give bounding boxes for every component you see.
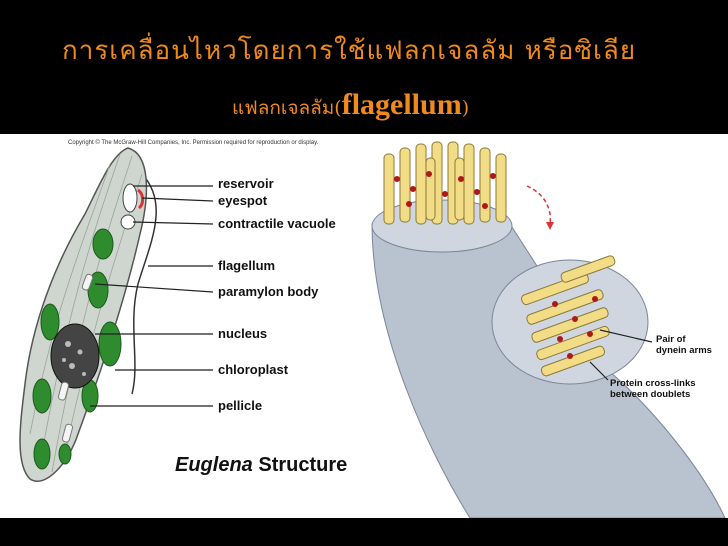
figure-caption: Euglena Structure: [175, 454, 347, 477]
nucleus: [50, 323, 100, 389]
contractile-vacuole: [120, 214, 136, 230]
label-nucleus: nucleus: [218, 326, 268, 341]
copyright-notice: Copyright © The McGraw-Hill Companies, I…: [68, 140, 319, 146]
label-pellicle: pellicle: [218, 398, 263, 413]
zoom-arrow: [526, 185, 552, 225]
label-dynein-arms: Pair of dynein arms: [656, 334, 712, 356]
caption-rest: Structure: [252, 454, 348, 476]
label-dynein-line1: Pair of: [656, 334, 686, 345]
flagellum-leaders: [589, 329, 653, 381]
label-eyespot: eyespot: [218, 193, 268, 208]
label-flagellum: flagellum: [218, 258, 276, 273]
slide-title: การเคลื่อนไหวโดยการใช้แฟลกเจลลัม หรือซิเ…: [62, 36, 637, 66]
dynein-arms: [552, 296, 598, 359]
label-contractile-vacuole: contractile vacuole: [218, 216, 336, 231]
microtubules-cut: [521, 255, 616, 377]
subtitle-english: flagellum: [341, 88, 462, 121]
nucleus-speckles: [62, 341, 86, 376]
label-dynein-line2: dynein arms: [656, 345, 712, 356]
label-paramylon-body: paramylon body: [218, 284, 319, 299]
subtitle-close: ): [461, 97, 470, 119]
label-crosslinks-line2: between doublets: [610, 389, 691, 400]
flagellum-line: [131, 173, 157, 395]
leader-lines: [90, 185, 214, 407]
caption-italic: Euglena: [175, 454, 253, 476]
label-crosslinks: Protein cross-links between doublets: [610, 378, 696, 400]
figure-panel: Copyright © The McGraw-Hill Companies, I…: [0, 134, 728, 518]
euglena-body: [19, 147, 148, 482]
reservoir: [122, 183, 138, 213]
label-reservoir: reservoir: [218, 176, 274, 191]
paramylon-bodies: [57, 273, 94, 443]
microtubules-top: [383, 141, 507, 225]
figure-drawing: [19, 141, 726, 518]
label-crosslinks-line1: Protein cross-links: [610, 378, 696, 389]
slide-subtitle: แฟลกเจลลัม(flagellum): [232, 88, 469, 123]
subtitle-thai: แฟลกเจลลัม(: [232, 97, 342, 119]
chloroplasts: [32, 228, 122, 470]
eyespot: [137, 188, 145, 210]
label-chloroplast: chloroplast: [218, 362, 289, 377]
